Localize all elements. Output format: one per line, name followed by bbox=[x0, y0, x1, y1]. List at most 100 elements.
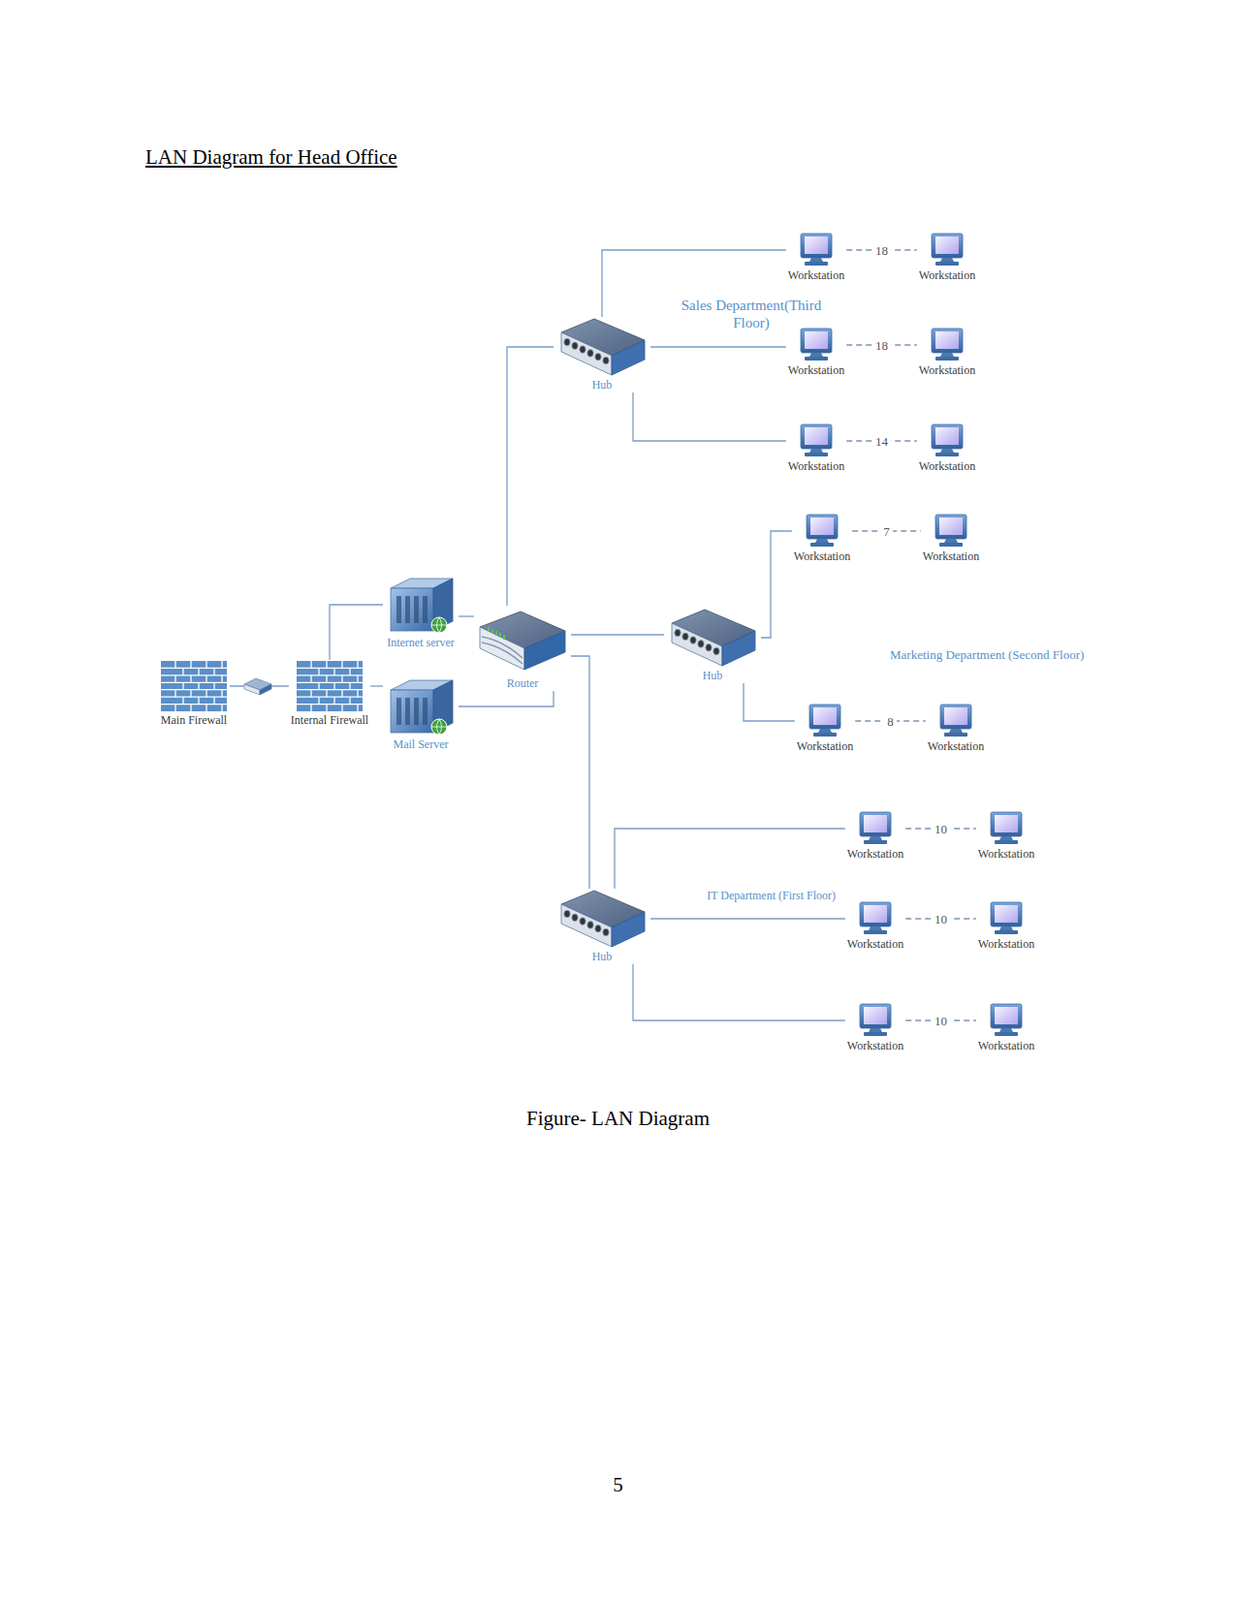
node-label: Workstation bbox=[919, 363, 976, 379]
node-label: Hub bbox=[702, 668, 724, 684]
network-link bbox=[507, 347, 554, 606]
page-title: LAN Diagram for Head Office bbox=[145, 145, 398, 170]
workstation-icon bbox=[796, 327, 836, 363]
firewall: Internal Firewall bbox=[288, 660, 371, 729]
network-link bbox=[370, 685, 383, 687]
workstation-icon bbox=[796, 232, 836, 268]
workstation-icon bbox=[855, 901, 895, 937]
node-label: Mail Server bbox=[393, 737, 449, 753]
hub: Hub bbox=[664, 607, 761, 684]
node-label: Workstation bbox=[978, 1039, 1035, 1054]
workstation: Workstation bbox=[917, 327, 978, 379]
router: Router bbox=[474, 605, 571, 692]
network-link bbox=[570, 656, 590, 889]
workstation: Workstation bbox=[917, 423, 978, 475]
department-label: IT Department (First Floor) bbox=[706, 888, 836, 904]
node-label: Workstation bbox=[788, 459, 845, 475]
page-number: 5 bbox=[0, 1473, 1236, 1498]
count-label: 14 bbox=[872, 434, 891, 449]
node-label: Workstation bbox=[927, 739, 984, 755]
count-label: 10 bbox=[931, 822, 951, 837]
workstation-icon bbox=[936, 703, 976, 739]
node-label: Workstation bbox=[978, 937, 1035, 952]
department-label: Marketing Department (Second Floor) bbox=[889, 647, 1084, 664]
workstation-icon bbox=[927, 327, 967, 363]
network-link bbox=[329, 604, 383, 661]
network-link bbox=[570, 633, 665, 635]
workstation-icon bbox=[802, 513, 842, 549]
node-label: Main Firewall bbox=[160, 713, 227, 729]
workstation: Workstation bbox=[786, 232, 847, 284]
firewall-icon bbox=[159, 660, 228, 713]
workstation: Workstation bbox=[786, 423, 847, 475]
node-label: Workstation bbox=[919, 268, 976, 284]
node-label: Workstation bbox=[847, 937, 904, 952]
workstation: Workstation bbox=[976, 1003, 1037, 1054]
count-label: 7 bbox=[880, 524, 893, 539]
workstation-icon bbox=[927, 232, 967, 268]
count-label: 10 bbox=[931, 1014, 951, 1029]
node-label: Router bbox=[507, 676, 539, 692]
server-icon bbox=[384, 574, 457, 635]
workstation: Workstation bbox=[792, 513, 853, 565]
router-icon bbox=[475, 605, 570, 676]
server: Internet server bbox=[382, 574, 459, 651]
workstation: Workstation bbox=[976, 901, 1037, 952]
workstation-icon bbox=[855, 1003, 895, 1039]
hub: Hub bbox=[553, 888, 651, 965]
department-label: Sales Department(Third Floor) bbox=[668, 296, 834, 332]
node-label: Workstation bbox=[978, 847, 1035, 862]
network-link bbox=[633, 964, 846, 1021]
workstation-icon bbox=[927, 423, 967, 459]
hub-icon bbox=[555, 888, 649, 950]
workstation: Workstation bbox=[976, 811, 1037, 862]
node-label: Workstation bbox=[788, 363, 845, 379]
hub-icon bbox=[555, 316, 649, 378]
network-link bbox=[458, 691, 554, 707]
workstation-icon bbox=[805, 703, 845, 739]
network-link bbox=[760, 531, 793, 638]
workstation-icon bbox=[986, 811, 1026, 847]
workstation-icon bbox=[986, 1003, 1026, 1039]
network-link bbox=[458, 615, 475, 617]
workstation: Workstation bbox=[786, 327, 847, 379]
network-link bbox=[650, 346, 787, 348]
workstation: Workstation bbox=[845, 901, 906, 952]
server-icon bbox=[384, 676, 457, 737]
hub: Hub bbox=[553, 316, 651, 393]
network-link bbox=[743, 683, 795, 722]
firewall: Main Firewall bbox=[158, 660, 230, 729]
workstation-icon bbox=[931, 513, 971, 549]
count-label: 10 bbox=[931, 912, 951, 927]
node-label: Workstation bbox=[796, 739, 854, 755]
network-link bbox=[650, 918, 846, 920]
firewall-icon bbox=[295, 660, 364, 713]
workstation: Workstation bbox=[920, 513, 982, 565]
node-label: Internal Firewall bbox=[290, 713, 369, 729]
node-label: Hub bbox=[592, 378, 613, 393]
network-link bbox=[614, 828, 846, 889]
figure-caption: Figure- LAN Diagram bbox=[0, 1107, 1236, 1132]
workstation: Workstation bbox=[794, 703, 856, 755]
node-label: Hub bbox=[592, 950, 613, 965]
workstation-icon bbox=[986, 901, 1026, 937]
node-label: Workstation bbox=[847, 1039, 904, 1054]
network-device bbox=[244, 678, 272, 696]
workstation: Workstation bbox=[845, 811, 906, 862]
workstation: Workstation bbox=[845, 1003, 906, 1054]
server: Mail Server bbox=[382, 676, 459, 753]
node-label: Workstation bbox=[847, 847, 904, 862]
workstation: Workstation bbox=[917, 232, 978, 284]
node-label: Workstation bbox=[919, 459, 976, 475]
workstation: Workstation bbox=[925, 703, 986, 755]
network-link bbox=[633, 392, 787, 442]
hub-icon bbox=[665, 607, 760, 668]
workstation-icon bbox=[855, 811, 895, 847]
node-label: Workstation bbox=[922, 549, 980, 565]
node-label: Internet server bbox=[386, 635, 455, 651]
workstation-icon bbox=[796, 423, 836, 459]
count-label: 18 bbox=[872, 338, 891, 353]
